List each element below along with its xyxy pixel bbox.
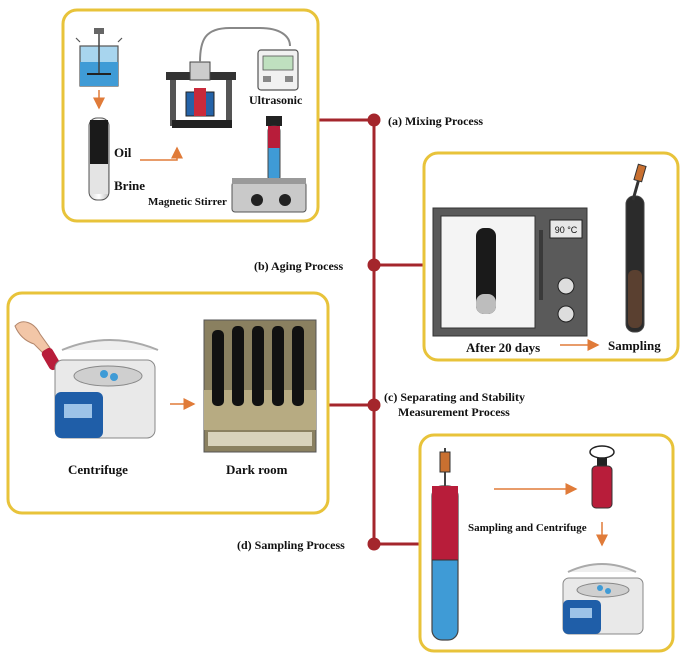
mixing-tube-icon <box>266 116 282 183</box>
test-tube-icon <box>88 117 110 201</box>
separating-process-label-1: (c) Separating and Stability <box>384 390 525 404</box>
oven-temperature: 90 °C <box>555 225 578 235</box>
mixing-process-label: (a) Mixing Process <box>388 114 483 128</box>
syringe-icon <box>439 448 451 486</box>
dark-room-label: Dark room <box>226 462 288 477</box>
timeline <box>318 113 428 551</box>
ultrasonic-label: Ultrasonic <box>249 93 303 107</box>
beaker-with-impeller-icon <box>75 28 123 87</box>
timeline-node-a <box>367 113 381 127</box>
syringe-icon <box>631 163 647 201</box>
timeline-node-c <box>367 398 381 412</box>
panel-separating: Centrifuge Dark room <box>6 291 330 515</box>
sampling-tube-icon <box>431 485 459 641</box>
sampling-process-label: (d) Sampling Process <box>237 538 345 552</box>
sampling-and-centrifuge-label: Sampling and Centrifuge <box>468 522 587 534</box>
oven-icon <box>432 207 588 337</box>
panel-mixing: Oil Brine Ultrasonic <box>61 8 320 223</box>
probe-icon <box>589 445 615 509</box>
panel-sampling: Sampling and Centrifuge <box>418 433 675 653</box>
overhead-stirrer-icon <box>166 27 291 128</box>
separating-process-label-2: Measurement Process <box>398 405 510 419</box>
timeline-node-b <box>367 258 381 272</box>
centrifuge-label: Centrifuge <box>68 462 128 477</box>
brine-label: Brine <box>114 178 145 193</box>
after-20-days-label: After 20 days <box>466 340 540 355</box>
centrifuge-icon <box>54 339 159 439</box>
aging-sampling-label: Sampling <box>608 338 661 353</box>
aging-process-label: (b) Aging Process <box>254 259 343 273</box>
tube-rack-icon <box>203 319 317 453</box>
magnetic-stirrer-icon <box>231 178 307 213</box>
aged-tube-icon <box>625 195 645 333</box>
magnetic-stirrer-label: Magnetic Stirrer <box>148 196 227 208</box>
oil-label: Oil <box>114 145 132 160</box>
centrifuge-icon <box>562 563 644 635</box>
ultrasonic-device-icon <box>257 49 299 91</box>
panel-aging: 90 °C After 20 days Sampling <box>422 151 680 362</box>
timeline-node-d <box>367 537 381 551</box>
